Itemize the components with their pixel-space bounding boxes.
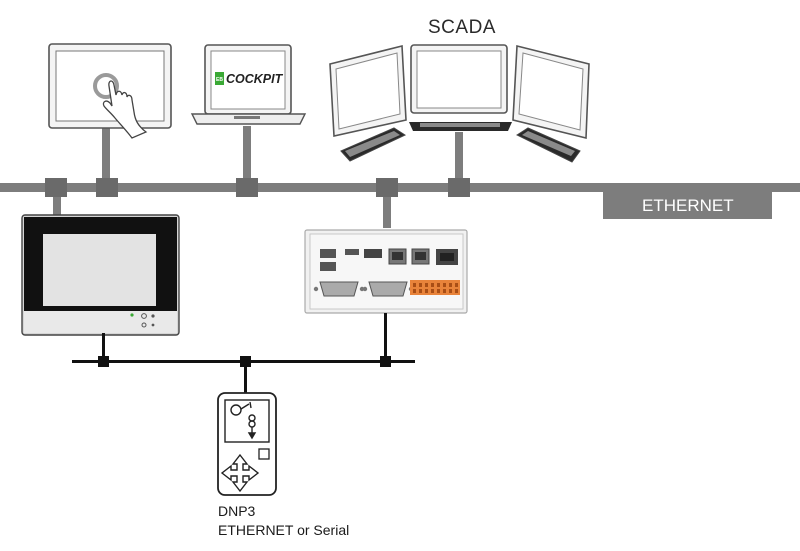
panel-pc [21,214,180,336]
serial-node-rtu [240,356,251,367]
connector-touch [96,178,118,197]
serial-node-controller [380,356,391,367]
ethernet-bus [0,183,800,219]
dnp3-title: DNP3 [218,503,256,519]
cockpit-brand-text: COCKPIT [226,72,284,86]
scada-workstation [329,44,590,163]
connector-laptop [236,178,258,197]
touch-monitor [48,43,172,139]
ethernet-label-box [603,192,772,219]
cockpit-logo-icon [215,72,224,85]
dnp3-subtitle: ETHERNET or Serial [218,522,350,538]
connector-controller [376,178,398,197]
cockpit-brand-prefix: EB [216,77,223,83]
ethernet-drops [53,126,463,228]
controller-device [304,229,468,314]
square-button-icon [258,448,270,460]
bus-connectors [45,178,470,197]
direction-pad-icon [220,453,260,493]
ethernet-label: ETHERNET [642,196,734,215]
serial-bus [72,313,415,394]
serial-node-panel [98,356,109,367]
breaker-symbol-icon [230,401,257,440]
scada-label: SCADA [428,17,496,38]
cockpit-laptop [190,44,307,125]
hand-touch-icon [93,73,148,139]
dnp3-device [217,392,277,496]
connector-scada [448,178,470,197]
connector-panel [45,178,67,197]
